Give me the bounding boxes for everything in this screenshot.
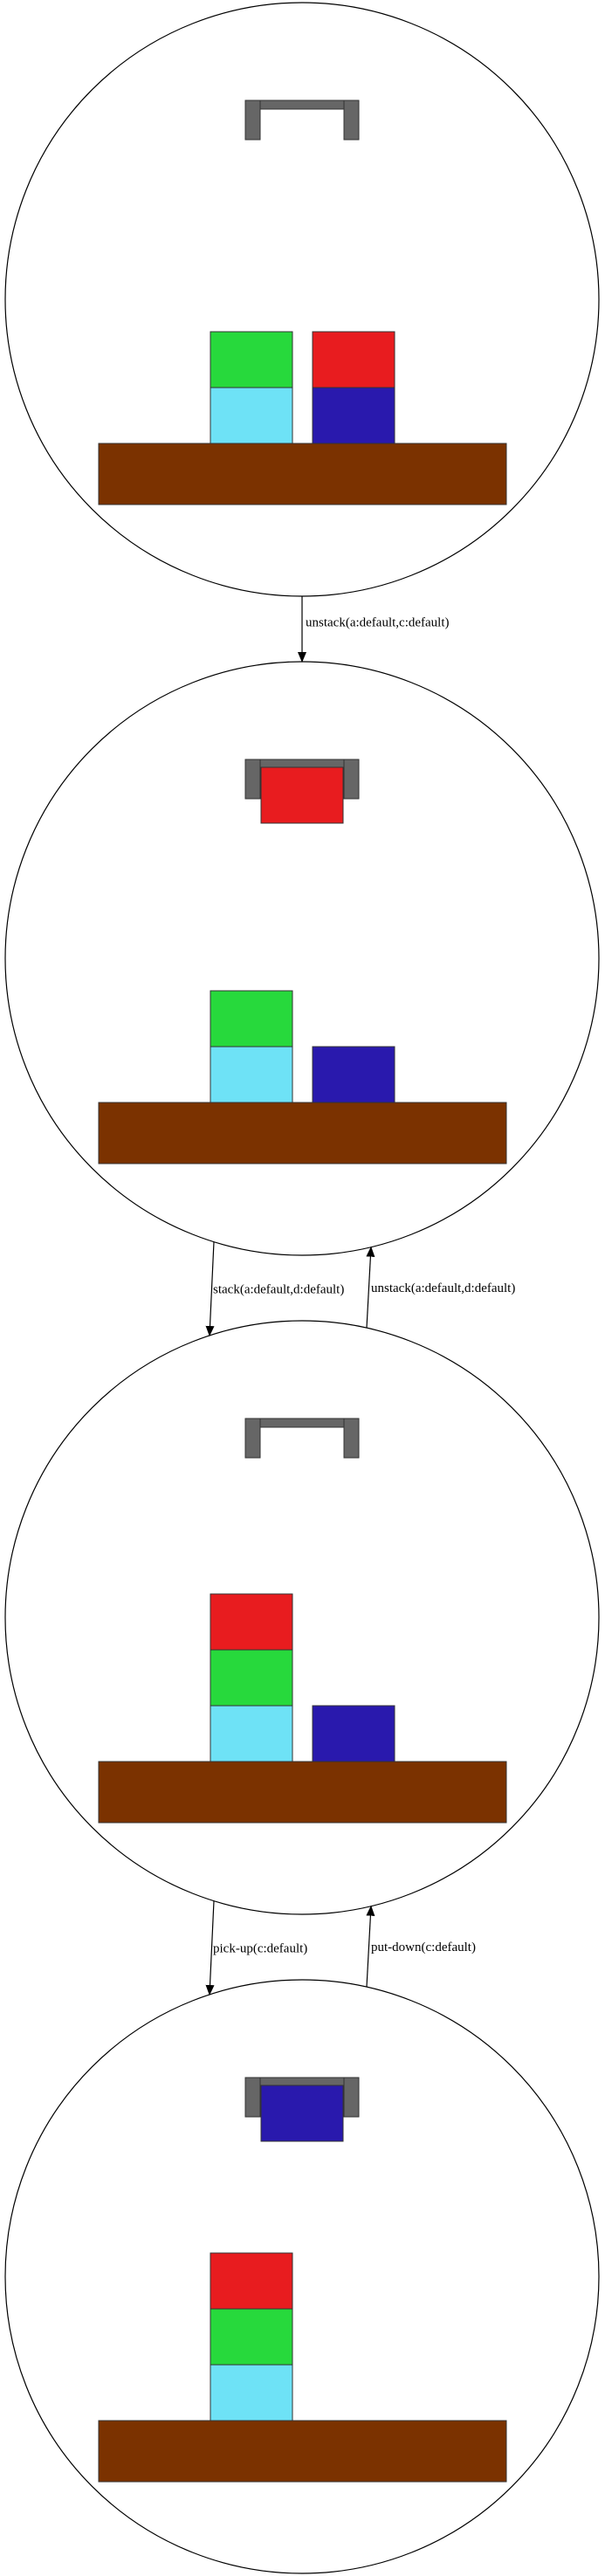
block-b: [210, 1649, 293, 1707]
state-circle: [4, 2, 600, 597]
state-circle: [4, 1979, 600, 2574]
state-node-2: [4, 661, 600, 1256]
table: [98, 443, 507, 505]
nodes-layer: [4, 2, 600, 2574]
block-c: [210, 2364, 293, 2421]
edge-arrow: [366, 1905, 375, 1988]
edges-layer: unstack(a:default,c:default) stack(a:defa…: [205, 596, 515, 1996]
block-c: [210, 1046, 293, 1103]
edge-label: put-down(c:default): [371, 1941, 476, 1954]
block-c: [210, 387, 293, 444]
gripper-icon: [244, 1418, 360, 1459]
gripper-icon: [244, 100, 360, 141]
edge-label: pick-up(c:default): [213, 1941, 307, 1955]
edge-label: unstack(a:default,c:default): [306, 616, 450, 630]
edge-1: unstack(a:default,c:default): [298, 596, 450, 663]
state-node-4: [4, 1979, 600, 2574]
block-b: [210, 2308, 293, 2366]
table: [98, 2420, 507, 2483]
table: [98, 1102, 507, 1164]
state-circle: [4, 1320, 600, 1915]
block-d: [312, 387, 395, 444]
held-block-d: [260, 2085, 344, 2142]
block-a: [210, 1593, 293, 1651]
block-a: [210, 2252, 293, 2310]
block-a: [312, 331, 395, 388]
edge-label: stack(a:default,d:default): [213, 1282, 344, 1296]
edge-label: unstack(a:default,d:default): [371, 1281, 515, 1295]
state-node-1: [4, 2, 600, 597]
state-node-3: [4, 1320, 600, 1915]
block-d: [312, 1046, 395, 1103]
table: [98, 1761, 507, 1824]
block-d: [312, 1705, 395, 1762]
edge-arrow: [366, 1246, 375, 1329]
edge-4: pick-up(c:default): [205, 1900, 307, 1996]
block-b: [210, 331, 293, 388]
state-circle: [4, 661, 600, 1256]
edge-arrow: [205, 1241, 215, 1336]
edge-5: put-down(c:default): [366, 1905, 476, 1988]
held-block-a: [260, 766, 344, 824]
edge-arrow: [205, 1900, 215, 1996]
block-c: [210, 1705, 293, 1762]
edge-2: stack(a:default,d:default): [205, 1241, 344, 1336]
block-b: [210, 990, 293, 1048]
edge-3: unstack(a:default,d:default): [366, 1246, 515, 1329]
